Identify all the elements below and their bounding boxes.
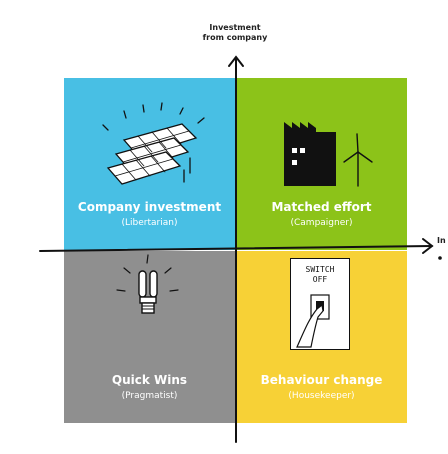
factory-wind-turbine-icon (284, 122, 373, 187)
x-axis-arrowhead (422, 238, 434, 254)
quadrant-subtitle: (Campaigner) (290, 218, 353, 228)
x-axis-line (39, 245, 433, 252)
quadrant-quick-wins: Quick Wins (Pragmatist) (64, 251, 235, 423)
quadrant-title: Matched effort (271, 200, 372, 214)
switch-sign-line1: SWITCH (305, 265, 335, 274)
y-axis-label-line2: from company (202, 33, 268, 42)
switch-off-sign: SWITCH OFF (290, 258, 350, 350)
x-axis-label: In (437, 236, 446, 245)
y-axis-arrowhead (228, 55, 244, 67)
quadrant-subtitle: (Housekeeper) (288, 391, 355, 401)
quadrant-matched-effort: Matched effort (Campaigner) (236, 78, 407, 250)
y-axis-label-line1: Investment (209, 23, 261, 32)
quadrant-subtitle: (Pragmatist) (121, 391, 178, 401)
hand-switch-icon (296, 294, 330, 348)
quadrant-company-investment: Company investment (Libertarian) (64, 78, 235, 250)
quadrant-title: Behaviour change (260, 373, 383, 387)
quadrant-subtitle: (Libertarian) (121, 218, 178, 228)
light-bulb-icon (116, 254, 179, 314)
quadrant-title: Quick Wins (111, 373, 188, 387)
y-axis-label: Investment from company (198, 23, 272, 43)
solar-panels-icon (102, 102, 205, 185)
bullet-dot (438, 256, 442, 260)
switch-sign-line2: OFF (312, 275, 328, 284)
quadrant-behaviour-change: SWITCH OFF Behaviour change (Housekeeper… (236, 251, 407, 423)
quadrant-title: Company investment (77, 200, 222, 214)
